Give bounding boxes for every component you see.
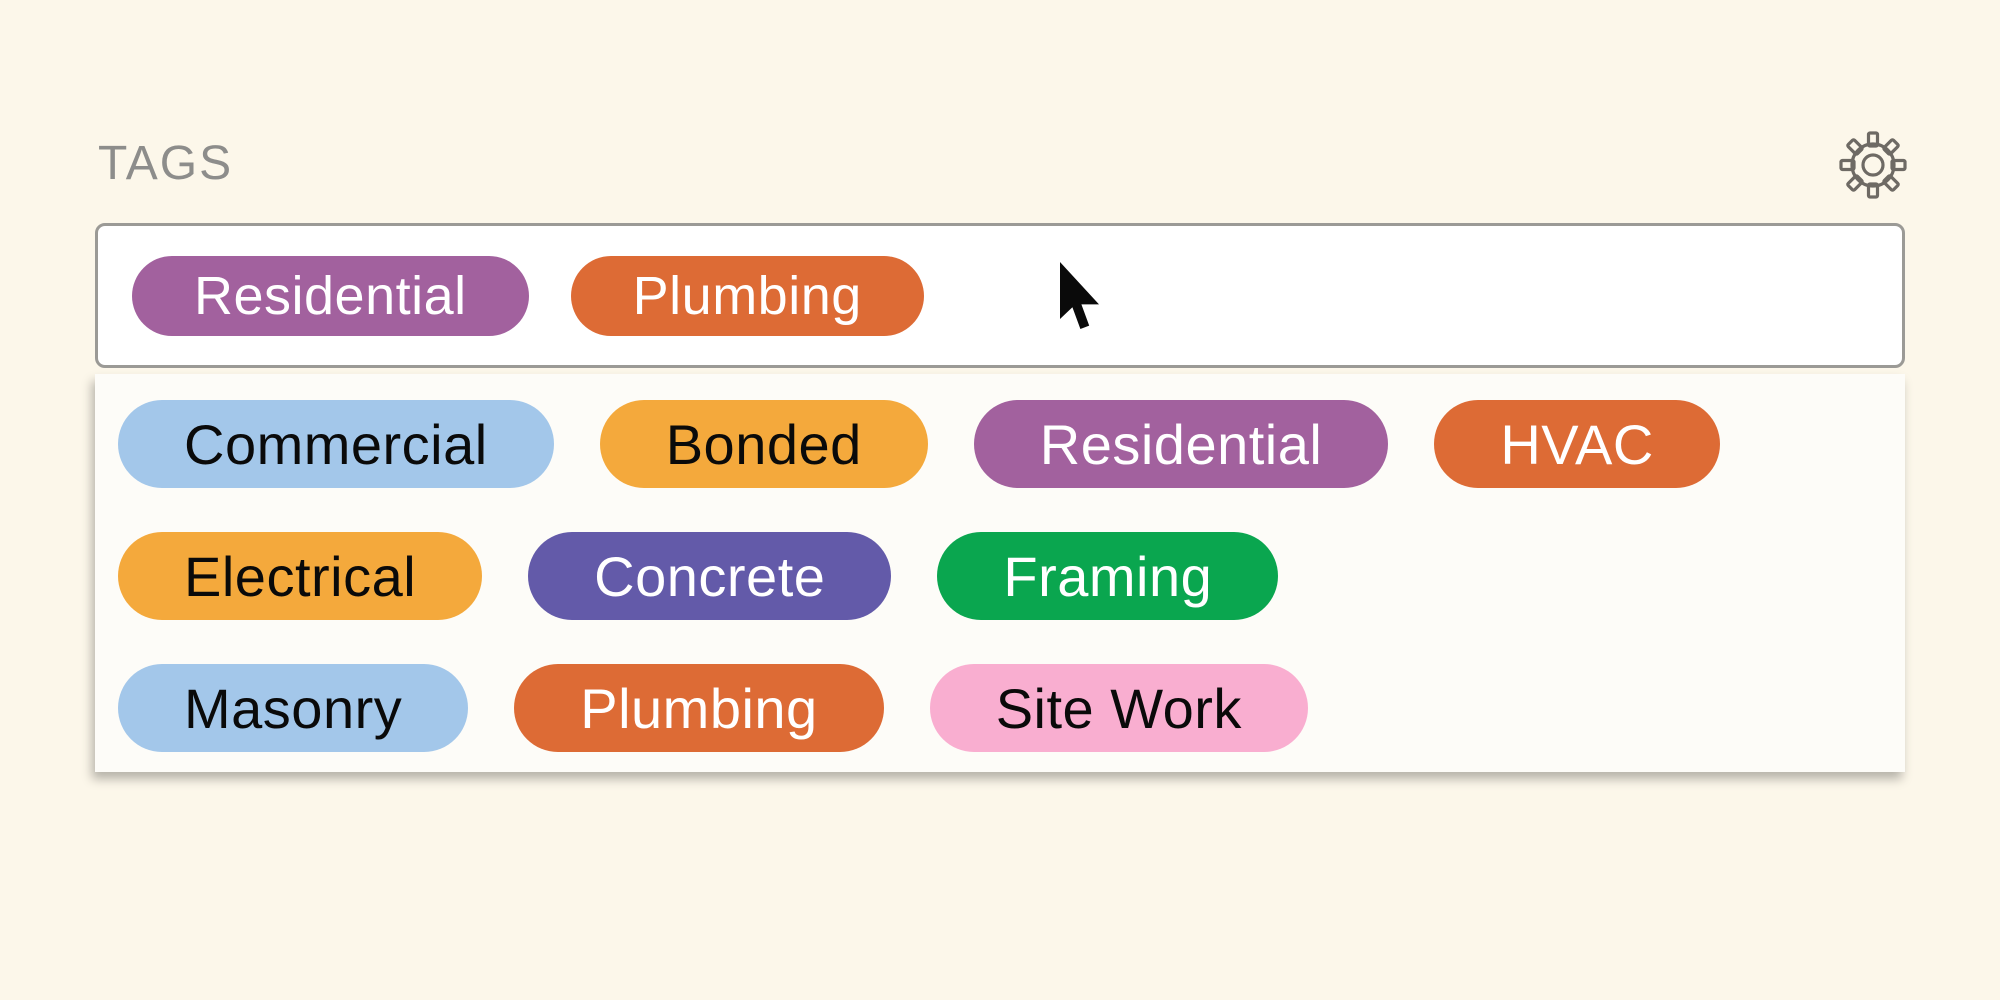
selected-tag[interactable]: Plumbing [570,255,924,336]
tag-option[interactable]: Bonded [599,400,928,488]
tag-dropdown: Commercial Bonded Residential HVAC Elect… [95,374,1905,772]
tag-option[interactable]: Commercial [118,400,554,488]
tag-option[interactable]: Concrete [528,532,892,620]
selected-tag[interactable]: Residential [132,255,529,336]
tag-option[interactable]: Site Work [929,664,1308,752]
tag-option[interactable]: Plumbing [514,664,884,752]
tag-row: Masonry Plumbing Site Work [118,664,1905,752]
tag-option[interactable]: Framing [937,532,1279,620]
tag-row: Electrical Concrete Framing [118,532,1905,620]
gear-icon [1839,131,1907,199]
tag-option[interactable]: Electrical [118,532,483,620]
tags-label: TAGS [98,137,234,190]
tag-input[interactable]: Residential Plumbing [95,223,1905,368]
tag-row: Commercial Bonded Residential HVAC [118,400,1905,488]
tag-option[interactable]: HVAC [1434,400,1720,488]
tag-option[interactable]: Masonry [118,664,469,752]
settings-button[interactable] [1834,126,1912,204]
arrow-cursor-icon [1060,262,1099,329]
tag-option[interactable]: Residential [973,400,1389,488]
